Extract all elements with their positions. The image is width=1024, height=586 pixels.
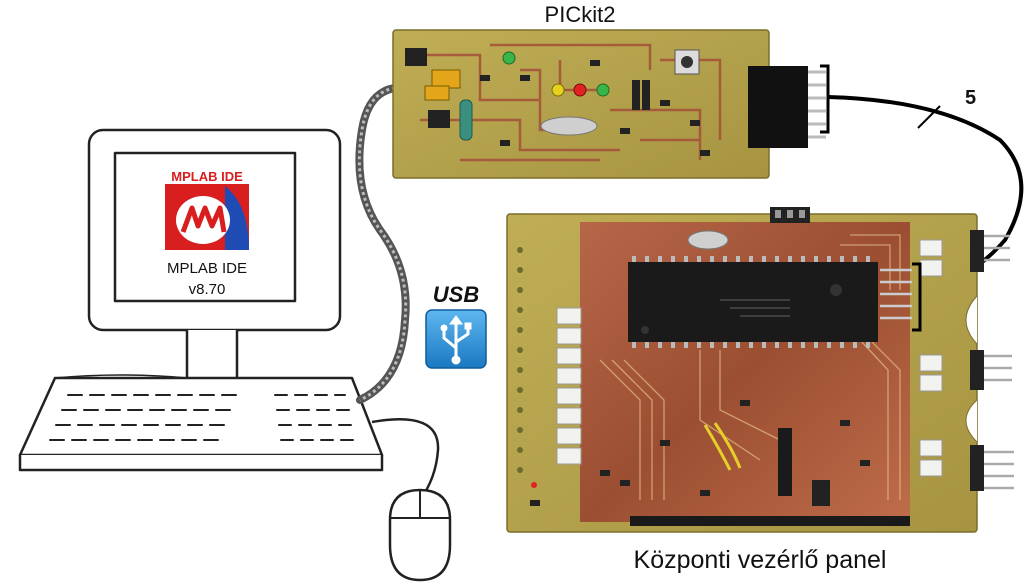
monitor-app-version: v8.70 bbox=[189, 281, 226, 298]
mplab-logo-icon: MPLAB IDE bbox=[165, 166, 249, 250]
control-board bbox=[506, 207, 1014, 533]
pickit2-title: PICkit2 bbox=[545, 2, 616, 27]
microcontroller-chip bbox=[628, 262, 878, 342]
usb-icon bbox=[425, 309, 487, 369]
monitor-stand bbox=[185, 330, 239, 382]
mplab-logo-text: MPLAB IDE bbox=[171, 169, 243, 184]
pickit2-board bbox=[392, 29, 830, 179]
computer-icon bbox=[18, 128, 452, 582]
keyboard bbox=[18, 376, 384, 457]
control-board-caption: Központi vezérlő panel bbox=[634, 546, 887, 574]
monitor-app-name: MPLAB IDE bbox=[167, 260, 247, 277]
usb-label: USB bbox=[433, 282, 480, 307]
keyboard-keys bbox=[49, 394, 354, 441]
mouse-icon bbox=[371, 418, 452, 582]
wire-count-label: 5 bbox=[965, 87, 976, 109]
